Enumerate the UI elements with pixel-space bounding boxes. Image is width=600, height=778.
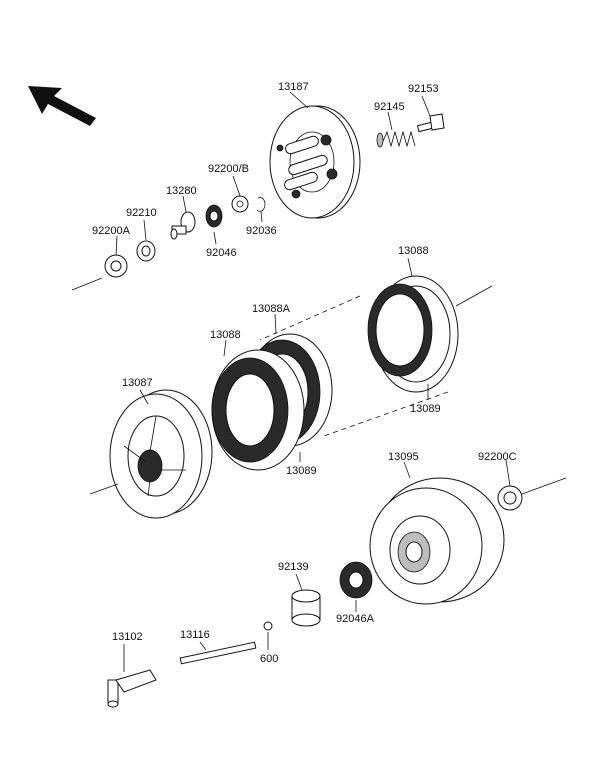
label-92200A: 92200A <box>92 225 131 237</box>
label-13116: 13116 <box>180 629 210 641</box>
label-600: 600 <box>260 653 278 665</box>
label-13095: 13095 <box>388 451 419 463</box>
ball-600 <box>263 621 273 631</box>
label-92036: 92036 <box>246 225 277 237</box>
label-92210: 92210 <box>126 207 157 219</box>
pusher-13280 <box>170 211 196 240</box>
washer-92200B <box>231 195 249 213</box>
label-13087: 13087 <box>122 377 153 389</box>
bolt-92153 <box>416 113 445 133</box>
release-lever-13102 <box>107 669 157 708</box>
label-13280: 13280 <box>166 185 197 197</box>
plate-stack-middle <box>211 333 333 471</box>
label-92145: 92145 <box>374 101 405 113</box>
push-rod-13116 <box>179 641 257 665</box>
label-92200B: 92200/B <box>208 163 249 175</box>
clutch-housing-13087 <box>109 389 213 519</box>
clutch-hub-13095 <box>369 477 505 605</box>
leader-lines <box>115 91 511 672</box>
label-13089-right: 13089 <box>410 403 441 415</box>
arrow-up-left-icon <box>28 86 96 126</box>
label-13088-mid: 13088 <box>210 329 241 341</box>
label-13088-top: 13088 <box>398 245 429 257</box>
label-92046: 92046 <box>206 247 237 259</box>
label-13089-mid: 13089 <box>286 465 317 477</box>
bearing-92046 <box>205 204 223 228</box>
friction-plate-13088-right <box>367 275 459 393</box>
label-13187: 13187 <box>278 81 309 93</box>
circlip-92036 <box>256 197 266 212</box>
needle-bearing-92046A <box>339 561 373 599</box>
washer-92200A <box>104 254 128 278</box>
collar-92139 <box>291 589 321 627</box>
spring-92145 <box>376 130 416 148</box>
label-13102: 13102 <box>112 631 143 643</box>
washer-92200C <box>497 485 523 511</box>
label-13088A: 13088A <box>252 303 291 315</box>
label-92153: 92153 <box>408 83 439 95</box>
nut-92210 <box>136 240 156 262</box>
label-92200C: 92200C <box>478 451 517 463</box>
label-92046A: 92046A <box>336 613 375 625</box>
pressure-plate-13187 <box>269 105 361 219</box>
label-92139: 92139 <box>278 561 309 573</box>
